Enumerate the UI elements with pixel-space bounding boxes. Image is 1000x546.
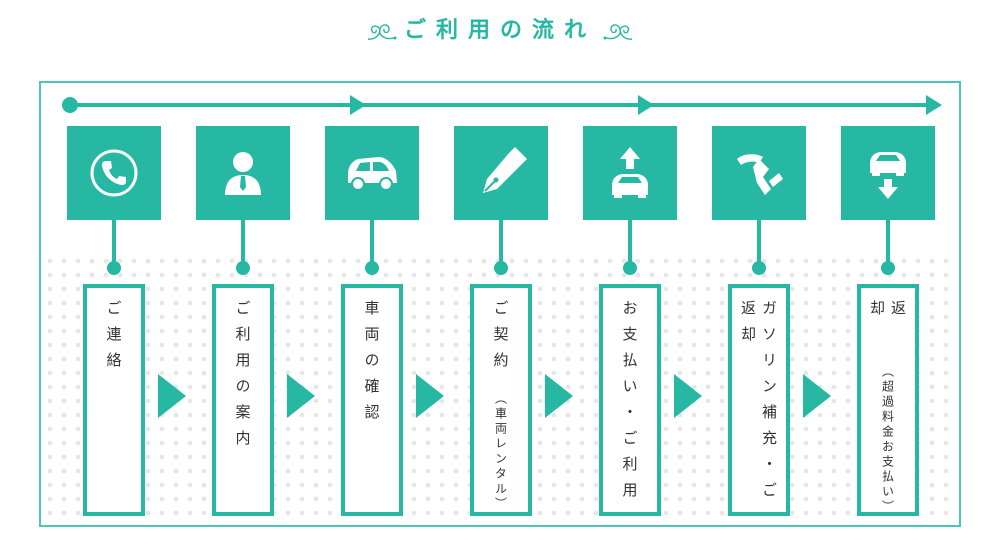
- step-6-label: ガソリン補充・ご返却: [739, 300, 778, 508]
- step-7-connector: [886, 220, 890, 268]
- step-5-connector: [628, 220, 632, 268]
- step-1-connector: [112, 220, 116, 268]
- step-6-card: ガソリン補充・ご返却: [728, 284, 790, 516]
- title-text: ご利用の流れ: [403, 17, 596, 43]
- step-7-card: 返却 （超過料金お支払い）: [857, 284, 919, 516]
- step-4-label: ご契約: [491, 300, 510, 378]
- step-2-card: ご利用の案内: [212, 284, 274, 516]
- timeline-arrow-1: [350, 95, 366, 115]
- car-icon: [348, 157, 397, 191]
- step-1-label: ご連絡: [104, 300, 123, 378]
- step-3-connector-dot: [365, 261, 379, 275]
- right-ornament-icon: [600, 18, 636, 44]
- step-4-connector: [499, 220, 503, 268]
- step-4-card: ご契約 （車両レンタル）: [470, 284, 532, 516]
- timeline-arrow-3: [926, 95, 942, 115]
- step-1-connector-dot: [107, 261, 121, 275]
- step-6-connector: [757, 220, 761, 268]
- step-7-sublabel: （超過料金お支払い）: [880, 364, 895, 515]
- step-2-label: ご利用の案内: [233, 300, 252, 456]
- step-7-connector-dot: [881, 261, 895, 275]
- step-4-connector-dot: [494, 261, 508, 275]
- timeline-arrow-2: [638, 95, 654, 115]
- step-7-label: 返却: [868, 300, 907, 326]
- step-2-connector-dot: [236, 261, 250, 275]
- step-1-icon-box: [67, 126, 161, 220]
- step-5-icon-box: [583, 126, 677, 220]
- page-title: ご利用の流れ: [0, 12, 1000, 44]
- fuel-nozzle-icon: [737, 154, 783, 195]
- step-arrow-2: [287, 374, 315, 418]
- step-1-card: ご連絡: [83, 284, 145, 516]
- step-arrow-3: [416, 374, 444, 418]
- person-icon: [225, 152, 261, 195]
- step-3-label: 車両の確認: [362, 300, 381, 430]
- car-return-icon: [870, 152, 906, 199]
- step-7-icon-box: [841, 126, 935, 220]
- timeline-line: [70, 103, 928, 107]
- step-5-card: お支払い・ご利用: [599, 284, 661, 516]
- step-arrow-4: [545, 374, 573, 418]
- step-arrow-5: [674, 374, 702, 418]
- step-3-icon-box: [325, 126, 419, 220]
- step-2-connector: [241, 220, 245, 268]
- step-arrow-1: [158, 374, 186, 418]
- step-arrow-6: [803, 374, 831, 418]
- step-3-card: 車両の確認: [341, 284, 403, 516]
- phone-icon: [90, 149, 138, 197]
- timeline-start-dot: [62, 97, 78, 113]
- step-4-icon-box: [454, 126, 548, 220]
- step-4-sublabel: （車両レンタル）: [493, 392, 508, 512]
- step-3-connector: [370, 220, 374, 268]
- left-ornament-icon: [364, 18, 400, 44]
- pen-icon: [483, 147, 527, 193]
- step-2-icon-box: [196, 126, 290, 220]
- car-departure-icon: [612, 147, 648, 198]
- step-6-icon-box: [712, 126, 806, 220]
- step-5-connector-dot: [623, 261, 637, 275]
- step-5-label: お支払い・ご利用: [620, 300, 639, 508]
- step-6-connector-dot: [752, 261, 766, 275]
